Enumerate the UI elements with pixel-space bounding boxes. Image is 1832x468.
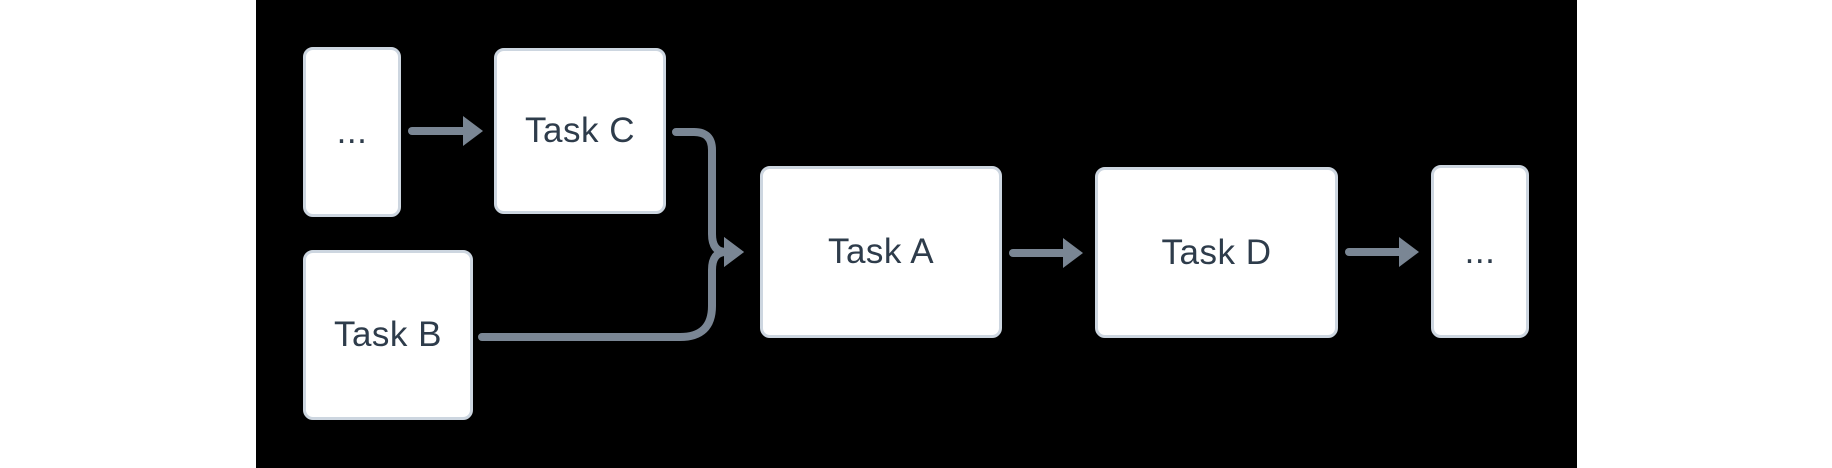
node-label-task-d: Task D — [1161, 232, 1272, 272]
node-label-task-c: Task C — [525, 111, 635, 150]
node-ellipsis-left[interactable]: ... — [303, 47, 401, 217]
node-label-task-b: Task B — [333, 315, 443, 354]
node-task-d[interactable]: Task D — [1095, 167, 1338, 338]
node-task-b[interactable]: Task B — [303, 250, 473, 420]
node-label-task-a: Task A — [827, 232, 935, 271]
node-task-c[interactable]: Task C — [494, 48, 666, 214]
node-label-ellipsis-left: ... — [336, 112, 368, 151]
node-task-a[interactable]: Task A — [760, 166, 1002, 338]
node-ellipsis-right[interactable]: ... — [1431, 165, 1529, 338]
node-label-ellipsis-right: ... — [1464, 231, 1496, 271]
